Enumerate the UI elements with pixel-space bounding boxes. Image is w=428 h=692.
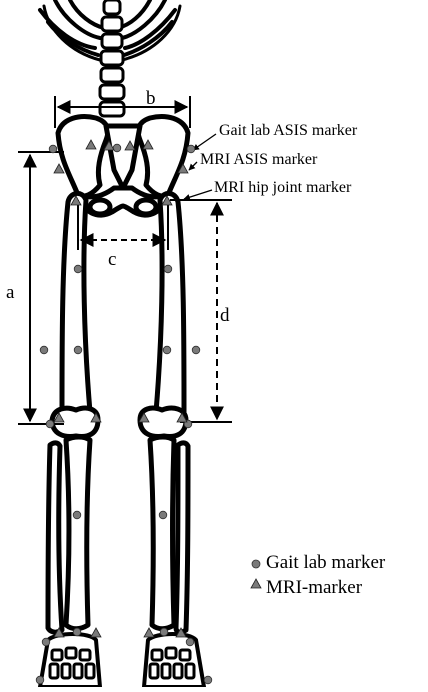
gait-marker	[160, 628, 168, 636]
gait-marker	[159, 511, 167, 519]
gait-marker	[74, 346, 82, 354]
mri-marker	[144, 628, 154, 637]
gait-marker	[42, 638, 50, 646]
right-femur	[156, 193, 184, 415]
dimension-b-label: b	[146, 89, 156, 108]
gait-marker	[73, 511, 81, 519]
legend-mri-icon	[251, 579, 261, 588]
gait-marker	[49, 145, 57, 153]
gait-marker	[186, 638, 194, 646]
gait-marker	[163, 346, 171, 354]
gait-marker	[73, 628, 81, 636]
gait-marker	[204, 676, 212, 684]
left-femur	[62, 193, 90, 415]
legend-gait-label: Gait lab marker	[266, 553, 385, 572]
lower-legs	[48, 437, 188, 632]
femurs	[62, 193, 184, 415]
left-tibia	[66, 437, 90, 629]
gait-marker	[36, 676, 44, 684]
mri-marker	[54, 164, 64, 173]
feet	[40, 634, 204, 687]
dimension-d-label: d	[220, 306, 230, 325]
spine	[100, 0, 124, 116]
callout-mri-asis: MRI ASIS marker	[200, 152, 317, 168]
gait-marker	[113, 144, 121, 152]
right-fibula	[176, 443, 188, 632]
dimension-a-label: a	[6, 283, 14, 302]
left-fibula	[48, 443, 62, 632]
dimension-c-label: c	[108, 250, 116, 269]
gait-marker	[40, 346, 48, 354]
gait-marker	[187, 145, 195, 153]
gait-marker	[46, 420, 54, 428]
mri-marker	[91, 628, 101, 637]
right-tibia	[150, 437, 174, 629]
knees	[52, 408, 186, 436]
gait-marker	[74, 265, 82, 273]
legend-gait-icon	[252, 560, 260, 568]
dimension-a-arrow	[18, 152, 64, 424]
callout-mri-hip: MRI hip joint marker	[214, 180, 351, 196]
callout-gait-asis: Gait lab ASIS marker	[219, 123, 357, 139]
gait-marker	[192, 346, 200, 354]
legend-mri-label: MRI-marker	[266, 578, 362, 597]
gait-marker	[164, 265, 172, 273]
